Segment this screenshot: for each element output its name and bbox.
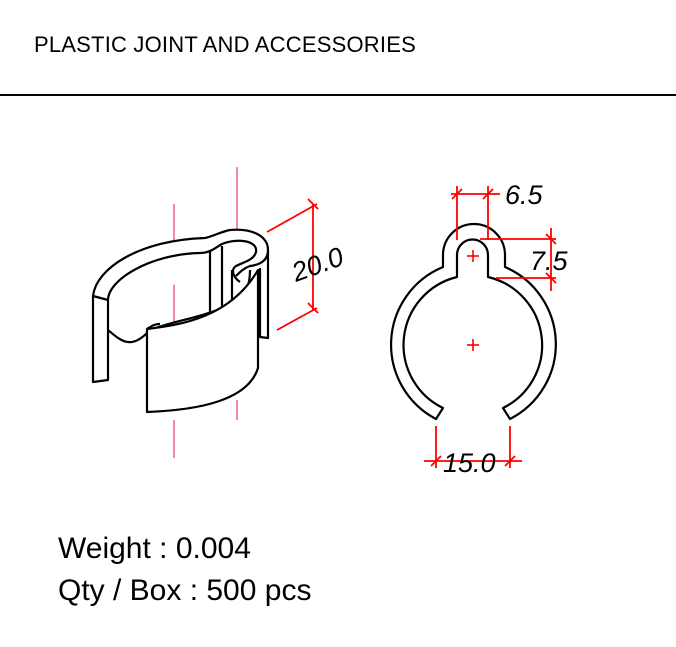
header-divider — [0, 94, 676, 96]
top-view: 6.5 7.5 15.0 — [389, 180, 569, 478]
weight-spec: Weight : 0.004 — [58, 532, 251, 565]
knob-height-label: 7.5 — [530, 246, 569, 276]
knob-width-label: 6.5 — [505, 180, 544, 210]
opening-width-label: 15.0 — [443, 448, 496, 478]
height-dimension — [266, 198, 319, 331]
height-dimension-label: 20.0 — [287, 241, 348, 288]
dimension-lines — [424, 186, 557, 468]
center-marks — [467, 250, 479, 351]
qty-per-box-spec: Qty / Box : 500 pcs — [58, 574, 312, 607]
isometric-view — [91, 167, 270, 458]
page-title: PLASTIC JOINT AND ACCESSORIES — [34, 32, 416, 57]
joint-profile — [389, 222, 557, 421]
